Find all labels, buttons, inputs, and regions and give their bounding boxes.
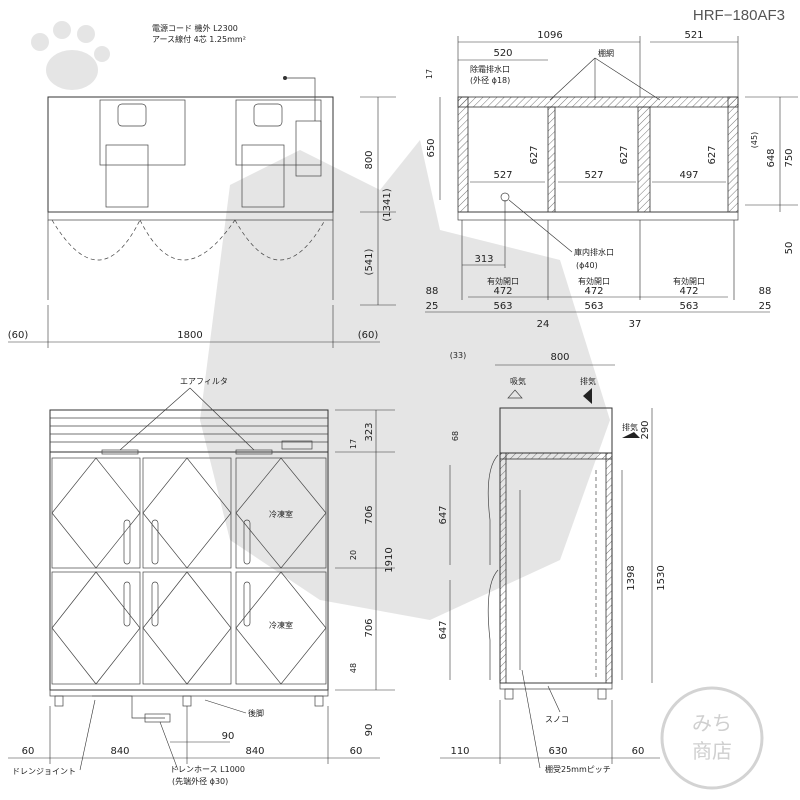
dim-541: (541) [364,248,375,275]
dim-1341: (1341) [382,188,393,221]
dim-50: 50 [784,242,795,255]
dim-563-c: 563 [679,301,698,312]
dim-48: 48 [349,663,358,673]
dim-60-front-left: 60 [22,746,35,757]
room-label-upper: 冷凍室 [269,509,293,519]
dim-527-b: 527 [584,170,603,181]
dim-650: 650 [426,138,437,157]
dim-68: 68 [451,431,460,441]
front-view: 冷凍室 冷凍室 エアフィルタ 323 17 706 20 1910 706 48… [8,377,395,786]
dim-800-side: 800 [550,352,569,363]
exhaust-label-top: 排気 [580,376,596,386]
dim-627-c: 627 [707,145,718,164]
model-number: HRF−180AF3 [693,7,785,24]
adjuster-label: 後脚 [248,708,264,718]
shop-stamp: みち 商店 [660,686,764,790]
dim-17-front: 17 [349,439,358,449]
top-view: 800 (1341) (541) 1800 (60) (60) 電源コード 機外… [8,23,396,348]
intake-arrow-icon [507,389,523,399]
dim-313: 313 [474,254,493,265]
dim-60-side: 60 [632,746,645,757]
dim-647-upper: 647 [438,505,449,524]
dim-497: 497 [679,170,698,181]
dim-520: 520 [493,48,512,59]
dim-472-b: 472 [584,286,603,297]
dim-33: (33) [450,351,466,360]
side-view: (33) 800 吸気 排気 排気 290 1398 1530 68 647 6… [438,351,667,774]
dim-527-a: 527 [493,170,512,181]
svg-text:みち: みち [692,711,732,735]
dim-1096: 1096 [537,30,562,41]
dim-60-front-right: 60 [350,746,363,757]
dim-647-lower: 647 [438,620,449,639]
dim-88-right: 88 [759,286,772,297]
dim-800: 800 [364,150,375,169]
dim-627-b: 627 [619,145,630,164]
drain-hose-od-label: (先端外径 ϕ30) [172,776,228,786]
mesh-label: 棚網 [598,48,614,58]
dim-1800: 1800 [177,330,202,341]
dim-840-left: 840 [110,746,129,757]
cord-label-2: アース線付 4芯 1.25mm² [152,34,246,44]
dim-706-lower: 706 [364,618,375,637]
dim-17-top: 17 [425,69,434,79]
svg-text:商店: 商店 [692,739,732,763]
sunoko-label: スノコ [545,715,569,724]
dim-630: 630 [548,746,567,757]
dim-750: 750 [784,148,795,167]
opening-label-c: 有効開口 [673,276,705,286]
dim-clear-right: (60) [358,330,379,341]
exhaust-label-side: 排気 [622,422,638,432]
drain-hose-label: ドレンホース L1000 [170,765,245,774]
dim-840-right: 840 [245,746,264,757]
opening-label-b: 有効開口 [578,276,610,286]
drain-joint-label: ドレンジョイント [12,767,76,776]
dim-1910: 1910 [384,547,395,572]
watermark-paw-icon [31,21,110,90]
dim-706-upper: 706 [364,505,375,524]
dim-627-a: 627 [529,145,540,164]
dim-25-left: 25 [426,301,439,312]
dim-88-left: 88 [426,286,439,297]
dim-290: 290 [640,420,651,439]
dim-45: (45) [750,132,759,148]
room-label-lower: 冷凍室 [269,620,293,630]
dim-20: 20 [349,550,358,560]
dim-563-a: 563 [493,301,512,312]
watermark-cat [200,140,610,620]
dim-clear-left: (60) [8,330,29,341]
dim-563-b: 563 [584,301,603,312]
dim-25-right: 25 [759,301,772,312]
intake-label: 吸気 [510,376,526,386]
dim-1530: 1530 [656,565,667,590]
dim-472-a: 472 [493,286,512,297]
cord-label-1: 電源コード 機外 L2300 [152,23,238,33]
inner-drain-dia: (ϕ40) [576,261,598,270]
drain-label: 除霜排水口 [470,64,510,74]
dim-90-height: 90 [364,724,375,737]
dim-90-width: 90 [222,731,235,742]
dim-521: 521 [684,30,703,41]
section-view: 1096 520 521 17 除霜排水口 (外径 ϕ18) 棚網 650 62… [425,30,798,330]
opening-label-a: 有効開口 [487,276,519,286]
exhaust-side-arrow-icon [622,432,640,438]
shelf-pitch-label: 棚受25mmピッチ [545,764,611,774]
exhaust-arrow-icon [583,388,592,404]
dim-472-c: 472 [679,286,698,297]
inner-drain-label: 庫内排水口 [574,247,614,257]
dim-110: 110 [450,746,469,757]
air-filter-label: エアフィルタ [180,377,228,386]
dim-24: 24 [537,319,550,330]
dim-323: 323 [364,422,375,441]
door-grid [51,457,327,685]
dim-37: 37 [629,319,642,330]
dim-1398: 1398 [626,565,637,590]
dim-648: 648 [766,148,777,167]
drain-od-label: (外径 ϕ18) [470,75,510,85]
